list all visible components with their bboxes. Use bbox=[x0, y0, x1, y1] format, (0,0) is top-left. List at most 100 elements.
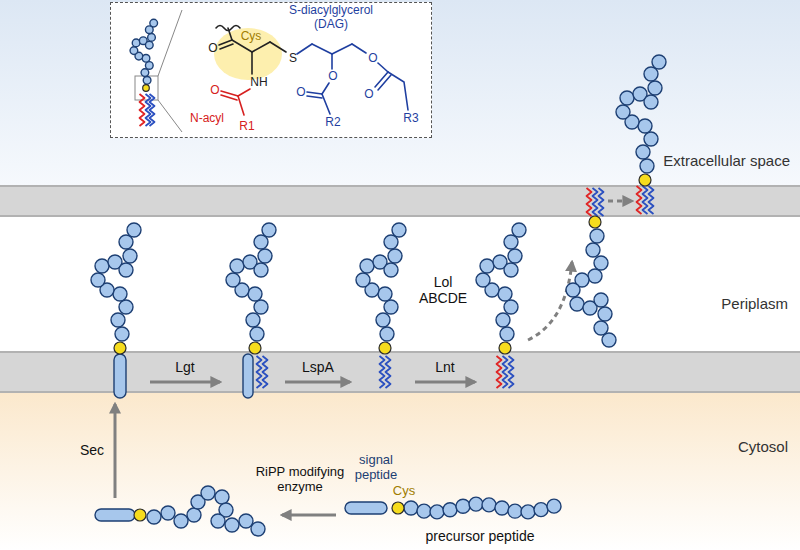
amino-acid bbox=[258, 249, 272, 263]
amino-acid bbox=[378, 287, 392, 301]
amino-acid bbox=[508, 504, 522, 518]
amino-acid bbox=[644, 67, 658, 81]
amino-acid bbox=[226, 273, 240, 287]
amino-acid bbox=[456, 499, 470, 513]
amino-acid bbox=[508, 249, 522, 263]
lipid-chain bbox=[386, 356, 391, 388]
amino-acid bbox=[254, 300, 268, 314]
amino-acid bbox=[504, 300, 518, 314]
amino-acid bbox=[590, 229, 604, 243]
structure-label: NH bbox=[250, 76, 267, 90]
annotation-label: RiPP modifying enzyme bbox=[248, 465, 352, 495]
amino-acid bbox=[482, 498, 496, 512]
inset-ground bbox=[110, 2, 432, 138]
amino-acid bbox=[119, 263, 133, 277]
amino-acid bbox=[111, 313, 125, 327]
chemical-structure bbox=[216, 26, 408, 116]
amino-acid bbox=[588, 269, 602, 283]
amino-acid bbox=[504, 263, 518, 277]
compartment-label: Periplasm bbox=[721, 295, 788, 312]
amino-acid bbox=[443, 503, 457, 517]
amino-acid bbox=[480, 259, 494, 273]
annotation-label: LspA bbox=[302, 359, 334, 375]
process-arrows bbox=[115, 201, 632, 515]
amino-acid bbox=[404, 501, 418, 515]
amino-acid bbox=[254, 263, 268, 277]
amino-acid bbox=[150, 19, 158, 27]
amino-acid bbox=[476, 273, 490, 287]
amino-acid bbox=[187, 508, 201, 522]
compartment-label: Extracellular space bbox=[663, 152, 790, 169]
amino-acid bbox=[230, 259, 244, 273]
lipid-chain bbox=[637, 186, 642, 214]
amino-acid bbox=[201, 486, 215, 500]
cys-residue bbox=[143, 85, 150, 92]
amino-acid bbox=[500, 327, 514, 341]
amino-acid bbox=[174, 514, 188, 528]
amino-acid bbox=[521, 505, 535, 519]
amino-acid bbox=[469, 497, 483, 511]
inset-box: S-diacylglycerol (DAG)CysONHSOOOOON-acyl… bbox=[110, 2, 432, 138]
lipid-chain bbox=[509, 356, 514, 388]
amino-acid bbox=[392, 223, 406, 237]
amino-acid bbox=[248, 287, 262, 301]
zoom-lines bbox=[135, 10, 182, 132]
amino-acid bbox=[130, 47, 138, 55]
amino-acid bbox=[95, 259, 109, 273]
lipid-chain bbox=[497, 356, 502, 388]
structure-label: O bbox=[368, 52, 377, 66]
lipid-chain bbox=[150, 94, 155, 126]
structure-label: O bbox=[208, 42, 217, 56]
cys-residue bbox=[134, 509, 146, 521]
amino-acid bbox=[246, 313, 260, 327]
lipid-chain bbox=[643, 186, 648, 214]
amino-acid bbox=[498, 287, 512, 301]
amino-acid bbox=[616, 105, 630, 119]
amino-acid bbox=[430, 505, 444, 519]
signal-peptide bbox=[243, 354, 253, 398]
amino-acid bbox=[570, 297, 584, 311]
structure-label: S bbox=[289, 52, 297, 66]
amino-acid bbox=[262, 223, 276, 237]
compartment-label: Cytosol bbox=[738, 438, 788, 455]
amino-acid bbox=[594, 293, 608, 307]
amino-acid bbox=[115, 327, 129, 341]
lipid-chain bbox=[599, 188, 604, 216]
lipid-chain bbox=[587, 188, 592, 216]
amino-acid bbox=[620, 91, 634, 105]
amino-acid bbox=[384, 300, 398, 314]
lipid-chain bbox=[649, 186, 654, 214]
lipid-chain bbox=[593, 188, 598, 216]
amino-acid bbox=[636, 145, 650, 159]
annotation-label: Cys bbox=[393, 484, 415, 499]
structure-label: S-diacylglycerol (DAG) bbox=[281, 4, 381, 32]
structure-label: R1 bbox=[239, 120, 254, 134]
annotation-label: Lnt bbox=[435, 359, 454, 375]
annotation-label: Lgt bbox=[175, 359, 194, 375]
compartment-band: Periplasm bbox=[0, 216, 800, 352]
annotation-label: Sec bbox=[80, 442, 104, 458]
amino-acid bbox=[215, 490, 229, 504]
amino-acid bbox=[648, 81, 662, 95]
structure-label: O bbox=[364, 88, 373, 102]
amino-acid bbox=[644, 132, 658, 146]
amino-acid bbox=[602, 333, 616, 347]
amino-acid bbox=[496, 313, 510, 327]
amino-acid bbox=[239, 514, 253, 528]
annotation-label: Lol ABCDE bbox=[413, 274, 473, 306]
cys-residue bbox=[114, 342, 126, 354]
amino-acid bbox=[161, 506, 175, 520]
amino-acid bbox=[594, 321, 608, 335]
amino-acid bbox=[495, 501, 509, 515]
cys-residue bbox=[589, 216, 601, 228]
amino-acid bbox=[225, 518, 239, 532]
amino-acid bbox=[598, 307, 612, 321]
cytosol-ground bbox=[0, 392, 800, 550]
structure-label: N-acyl bbox=[190, 112, 224, 126]
amino-acid bbox=[534, 503, 548, 517]
structure-label: O bbox=[296, 86, 305, 100]
compartment-band: Extracellular space S-diacylglycerol (DAG… bbox=[0, 0, 800, 186]
lipid-chain bbox=[257, 356, 262, 388]
amino-acid bbox=[211, 514, 225, 528]
